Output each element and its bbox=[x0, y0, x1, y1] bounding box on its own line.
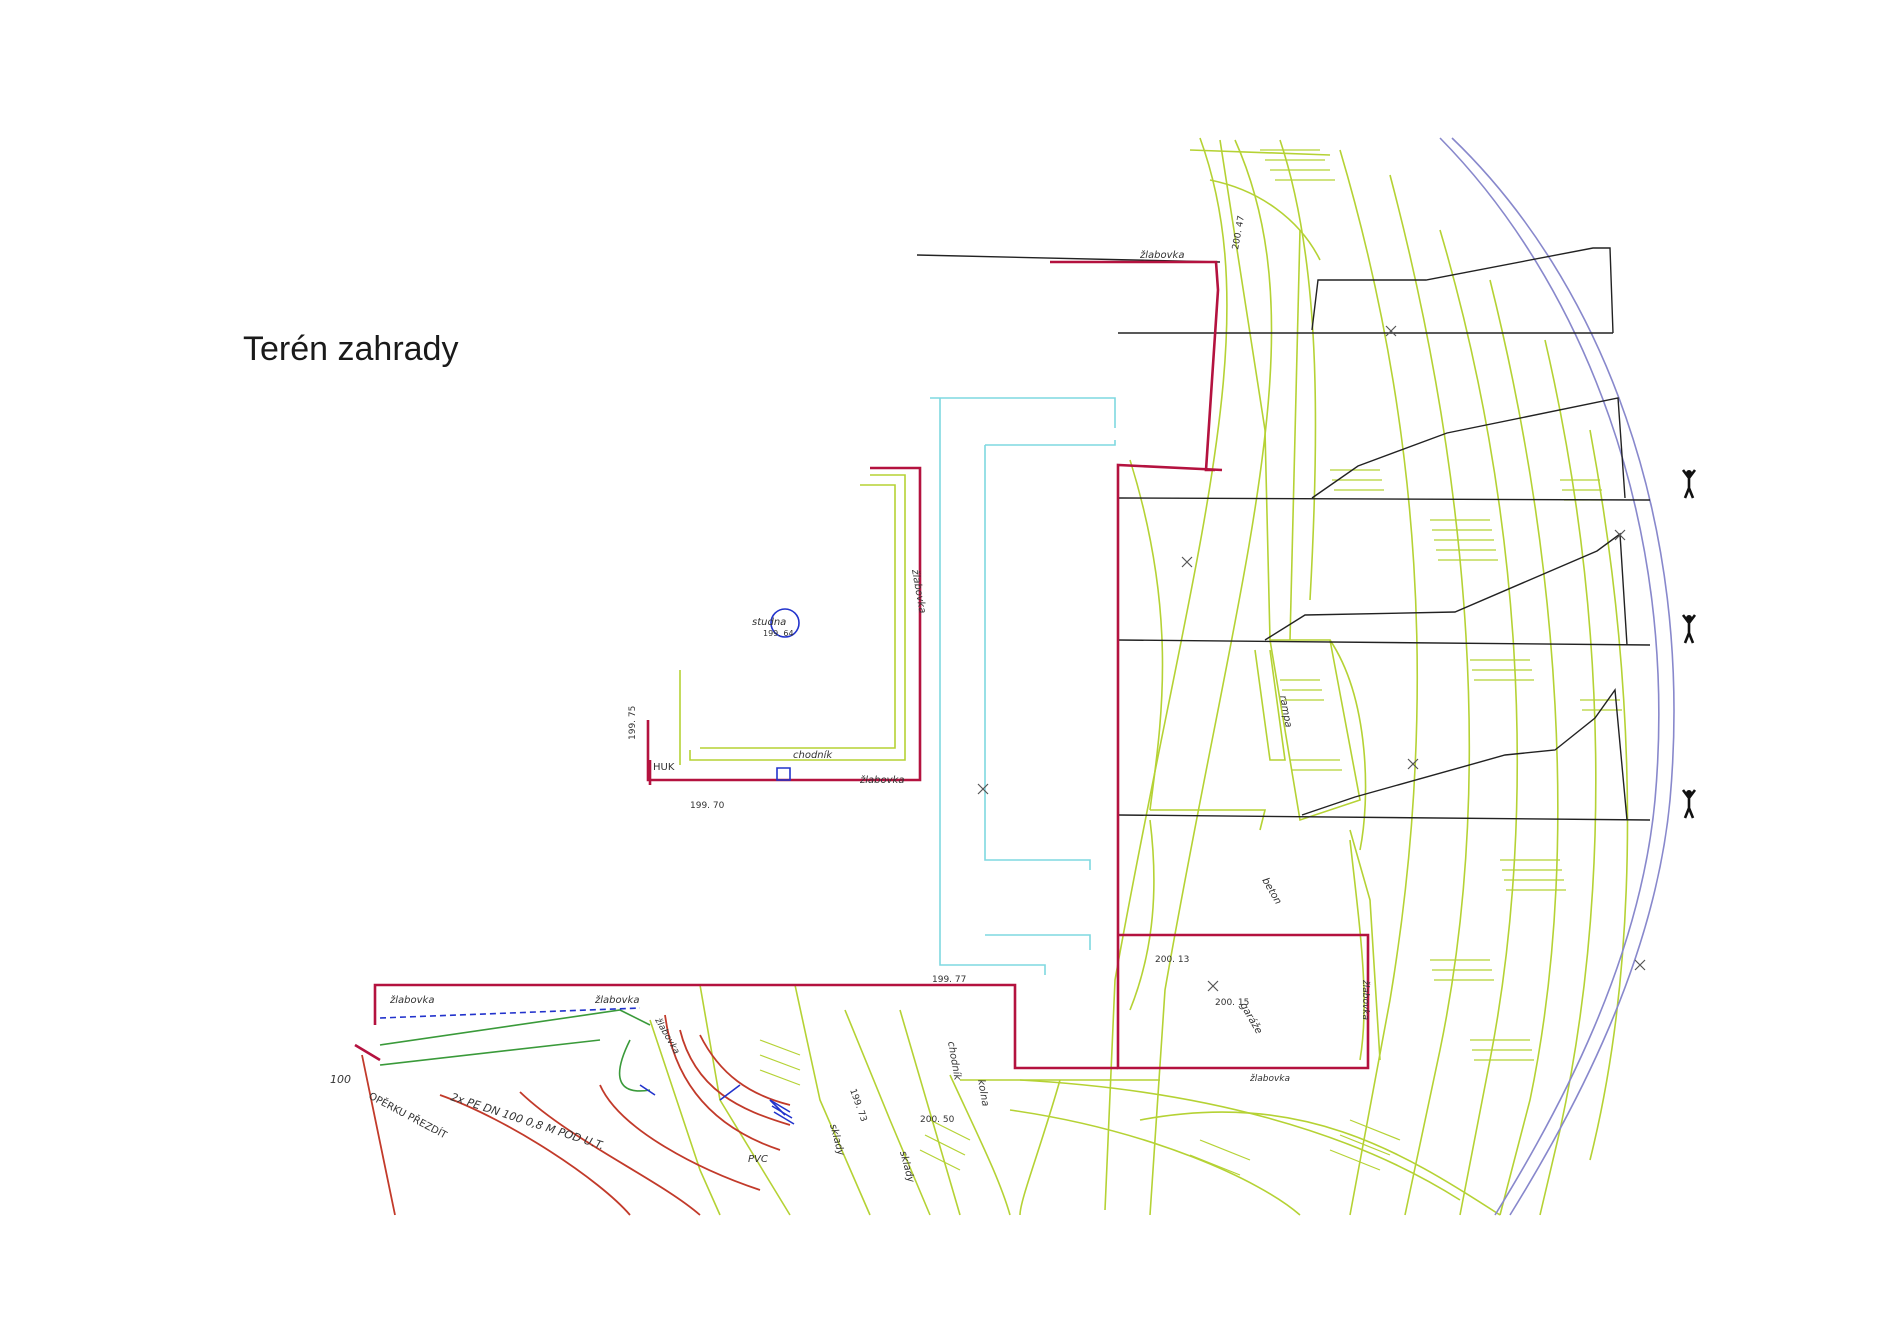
road-lines bbox=[1439, 137, 1675, 1216]
label-garaze: garáže bbox=[1237, 1001, 1264, 1037]
person-icon bbox=[1681, 469, 1697, 499]
green-lines bbox=[379, 1009, 651, 1092]
spot-height: 199. 73 bbox=[847, 1088, 868, 1124]
spot-height: 199. 77 bbox=[932, 975, 966, 985]
label-100: 100 bbox=[330, 1073, 351, 1086]
label-sklady: sklady bbox=[827, 1123, 846, 1158]
label-studna: studna bbox=[752, 617, 786, 628]
spot-height: 199. 75 bbox=[628, 706, 638, 740]
label-huk: HUK bbox=[653, 762, 675, 773]
terrain-hatching bbox=[759, 149, 1622, 1176]
label-chodnik: chodník bbox=[945, 1040, 964, 1082]
spot-height: 199. 64 bbox=[763, 629, 794, 638]
spot-height: 200. 47 bbox=[1231, 215, 1247, 251]
property-boundary bbox=[354, 260, 1370, 1070]
label-zlabovka: žlabovka bbox=[594, 994, 639, 1006]
label-chodnik: chodník bbox=[793, 749, 833, 761]
label-zlabovka: žlabovka bbox=[389, 994, 434, 1006]
label-beton: beton bbox=[1259, 876, 1283, 907]
contour-lines bbox=[361, 1014, 791, 1216]
label-zlabovka: žlabovka bbox=[1360, 979, 1370, 1020]
cyan-lines bbox=[930, 397, 1116, 975]
label-pvc: PVC bbox=[748, 1154, 768, 1165]
person-icon bbox=[1681, 614, 1697, 644]
page-title: Terén zahrady bbox=[243, 330, 459, 368]
spot-height: 199. 70 bbox=[690, 801, 725, 811]
spot-height: 200. 50 bbox=[920, 1115, 955, 1125]
label-sklady: sklady bbox=[897, 1150, 916, 1185]
spot-height: 200. 15 bbox=[1215, 998, 1249, 1008]
label-zlabovka: žlabovka bbox=[1139, 249, 1184, 261]
label-zlabovka: žlabovka bbox=[1249, 1074, 1290, 1084]
section-lines bbox=[916, 247, 1651, 821]
label-zlabovka: žlabovka bbox=[859, 774, 904, 786]
survey-markers bbox=[977, 325, 1646, 992]
blue-markers bbox=[379, 608, 800, 1125]
terrain-layer bbox=[649, 137, 1629, 1216]
spot-height: 200. 13 bbox=[1155, 955, 1189, 965]
label-kolna: kolna bbox=[975, 1079, 991, 1108]
person-icon bbox=[1681, 789, 1697, 819]
label-zlabovka: žlabovka bbox=[909, 567, 929, 614]
